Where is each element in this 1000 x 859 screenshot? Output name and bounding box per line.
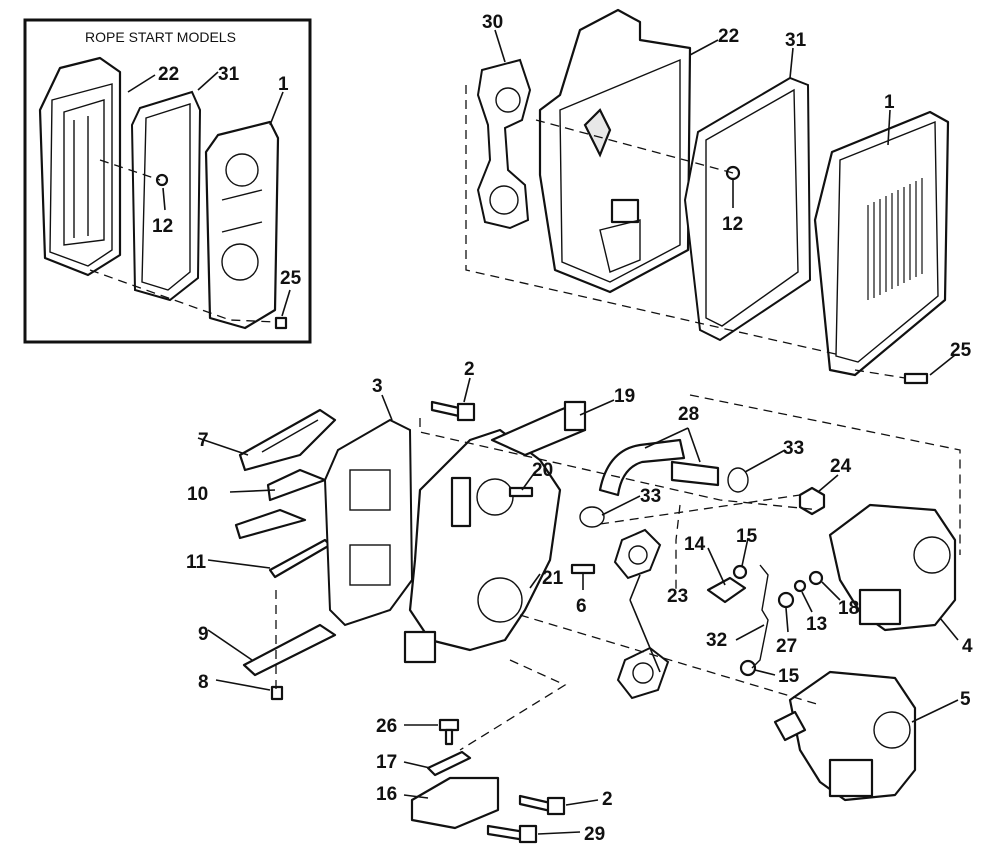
label-32: 32 [706, 630, 727, 651]
part-23-gaskets [613, 528, 670, 700]
label-3: 3 [372, 376, 383, 397]
label-5: 5 [960, 689, 971, 710]
label-31: 31 [785, 30, 807, 51]
part-18-nut [808, 570, 824, 586]
part-25-screw [903, 372, 929, 385]
label-14: 14 [684, 534, 706, 555]
label-8: 8 [198, 672, 209, 693]
manifold-block [403, 630, 437, 664]
part-11-reed-stop [268, 538, 332, 579]
part-26-screw [438, 718, 460, 746]
label-2b: 2 [602, 789, 613, 810]
label-inset-22: 22 [158, 64, 179, 85]
label-21: 21 [542, 568, 564, 589]
part-29-bolt [486, 824, 538, 844]
rope-start-inset: ROPE START MODELS [23, 18, 312, 344]
label-inset-1: 1 [278, 74, 289, 95]
label-20: 20 [532, 460, 553, 481]
inset-part-25-screw [274, 316, 288, 330]
label-33: 33 [783, 438, 804, 459]
label-25: 25 [950, 340, 972, 361]
label-33b: 33 [640, 486, 661, 507]
label-4: 4 [962, 636, 973, 657]
part-8-screw [270, 685, 284, 701]
part-9-plate [242, 623, 337, 677]
label-10: 10 [187, 484, 208, 505]
part-13-washer [793, 579, 807, 593]
label-22: 22 [718, 26, 739, 47]
part-28-hose [598, 438, 720, 497]
part-1-cover [813, 110, 950, 377]
part-24-nut [798, 486, 826, 516]
label-30: 30 [482, 12, 503, 33]
part-32-link-rod [751, 564, 769, 669]
inset-part-12-screw [155, 173, 169, 187]
label-16: 16 [376, 784, 397, 805]
part-6-screw [570, 563, 596, 575]
part-3-gasket [323, 418, 414, 627]
label-11: 11 [186, 552, 207, 573]
label-28: 28 [678, 404, 699, 425]
label-inset-12: 12 [152, 216, 173, 237]
label-2: 2 [464, 359, 475, 380]
part-12-screw [725, 165, 741, 181]
inset-title: ROPE START MODELS [85, 29, 236, 45]
label-9: 9 [198, 624, 209, 645]
part-21-intake-manifold [403, 428, 562, 664]
part-16-bracket [410, 776, 500, 830]
part-17-plate [426, 750, 472, 777]
part-4-carburetor [828, 503, 957, 632]
part-2-bolt-lower [518, 794, 566, 816]
part-14-bracket [706, 576, 747, 604]
inset-frame [23, 18, 312, 344]
label-1: 1 [884, 92, 895, 113]
part-7-reed-block [238, 408, 337, 472]
part-2-bolt [430, 400, 476, 422]
part-31-gasket [683, 76, 812, 342]
part-27-screw [777, 591, 795, 609]
inset-part-22-housing [38, 56, 122, 277]
part-15-clips [732, 564, 757, 677]
cover-grille [867, 178, 923, 300]
label-29: 29 [584, 824, 605, 845]
label-15: 15 [736, 526, 758, 547]
label-27: 27 [776, 636, 797, 657]
label-12: 12 [722, 214, 743, 235]
label-24: 24 [830, 456, 852, 477]
label-18: 18 [838, 598, 859, 619]
label-19: 19 [614, 386, 635, 407]
inset-part-31-gasket [130, 90, 202, 302]
manifold-post [450, 476, 472, 528]
label-17: 17 [376, 752, 397, 773]
part-10-reed-petals [234, 468, 327, 540]
label-inset-31: 31 [218, 64, 240, 85]
part-33-clamps [579, 467, 749, 528]
label-6: 6 [576, 596, 587, 617]
label-7: 7 [198, 430, 209, 451]
inset-part-1-cover [204, 120, 280, 330]
part-20-stud [508, 486, 534, 498]
label-inset-25: 25 [280, 268, 302, 289]
label-15b: 15 [778, 666, 800, 687]
label-23: 23 [667, 586, 688, 607]
part-5-carburetor [773, 670, 917, 802]
part-30-gasket [476, 58, 532, 230]
label-13: 13 [806, 614, 827, 635]
part-19-arm [490, 400, 587, 457]
label-26: 26 [376, 716, 397, 737]
part-22-housing [538, 8, 692, 294]
